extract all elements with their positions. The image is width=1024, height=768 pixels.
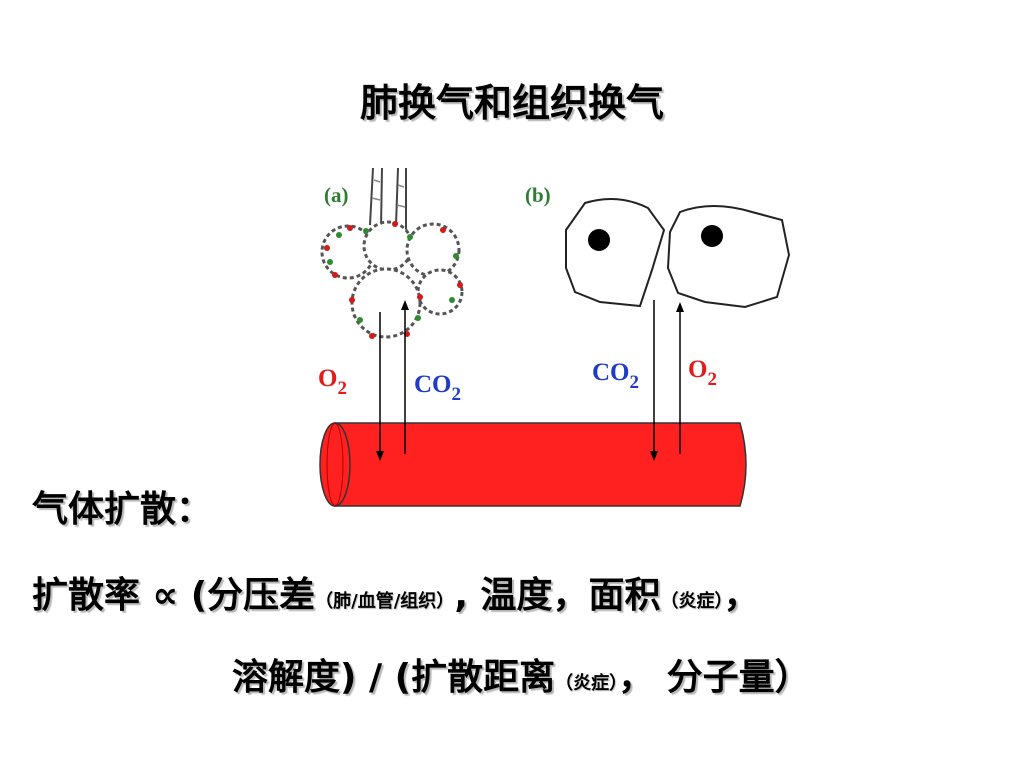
diffusion-formula-line-2: 溶解度) / (扩散距离（炎症）， 分子量） <box>232 648 811 700</box>
page-title: 肺换气和组织换气 <box>359 81 664 125</box>
alveoli-cluster <box>320 167 464 339</box>
formula-part: ， 分子量） <box>618 657 811 698</box>
formula-part: , 温度，面积 <box>454 575 661 616</box>
right-o2-label: O2 <box>688 356 717 390</box>
panel-b-label: (b) <box>525 183 551 207</box>
diffusion-formula-line-1: 扩散率 ∝ (分压差（肺/血管/组织）, 温度，面积（炎症）， <box>32 566 760 618</box>
formula-part: 溶解度) / (扩散距离 <box>232 657 556 698</box>
panel-a-label: (a) <box>324 183 349 207</box>
formula-part: ， <box>723 575 760 616</box>
right-co2-label: CO2 <box>592 359 639 393</box>
diffusion-heading: 气体扩散： <box>32 489 213 530</box>
formula-note: （炎症） <box>555 673 619 694</box>
tissue-cells <box>565 198 791 309</box>
left-o2-label: O2 <box>318 365 347 399</box>
formula-part: 扩散率 ∝ (分压差 <box>32 575 316 616</box>
blood-vessel <box>319 422 747 507</box>
left-co2-label: CO2 <box>414 371 461 405</box>
exchange-arrows <box>376 300 684 461</box>
formula-note: （肺/血管/组织） <box>315 591 455 612</box>
formula-note: （炎症） <box>660 591 724 612</box>
